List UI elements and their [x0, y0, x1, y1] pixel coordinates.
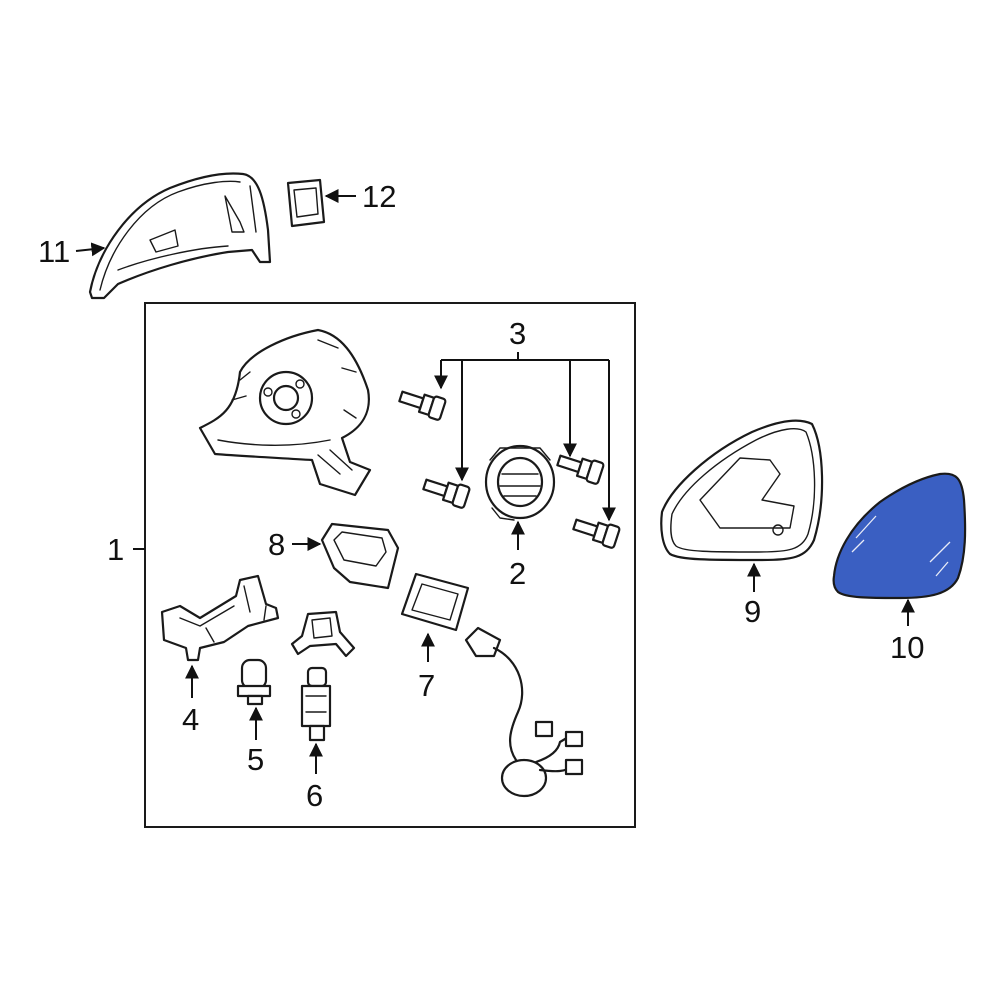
wiring-harness: [464, 626, 584, 798]
retainer-clip: [290, 610, 356, 658]
part-8-frame[interactable]: [320, 522, 400, 590]
callout-7: 7: [418, 668, 435, 703]
callout-10: 10: [890, 630, 924, 665]
callout-labels: 1 2 3 4 5 6 7 8 9 10 11 12: [38, 179, 924, 813]
callout-6: 6: [306, 778, 323, 813]
callout-3: 3: [509, 316, 526, 351]
mirror-base-housing: [198, 328, 372, 497]
part-9-glass-backing[interactable]: [660, 419, 824, 562]
part-6-sensor[interactable]: [300, 666, 332, 742]
callout-12: 12: [362, 179, 396, 214]
part-11-mirror-cover[interactable]: [88, 172, 272, 300]
leader-lines: [75, 189, 915, 774]
callout-5: 5: [247, 742, 264, 777]
part-7-gasket[interactable]: [400, 572, 470, 632]
callout-1: 1: [107, 532, 124, 567]
callout-11: 11: [38, 234, 70, 269]
part-4-bracket[interactable]: [160, 574, 280, 662]
part-3-bolts[interactable]: [397, 386, 621, 549]
assembly-box: [144, 302, 636, 828]
part-2-actuator[interactable]: [484, 444, 556, 521]
part-10-mirror-glass[interactable]: [832, 472, 967, 600]
callout-2: 2: [509, 556, 526, 591]
part-12-clip[interactable]: [286, 178, 326, 228]
part-5-bulb[interactable]: [236, 658, 272, 706]
callout-8: 8: [268, 527, 285, 562]
callout-4: 4: [182, 702, 199, 737]
callout-9: 9: [744, 594, 761, 629]
